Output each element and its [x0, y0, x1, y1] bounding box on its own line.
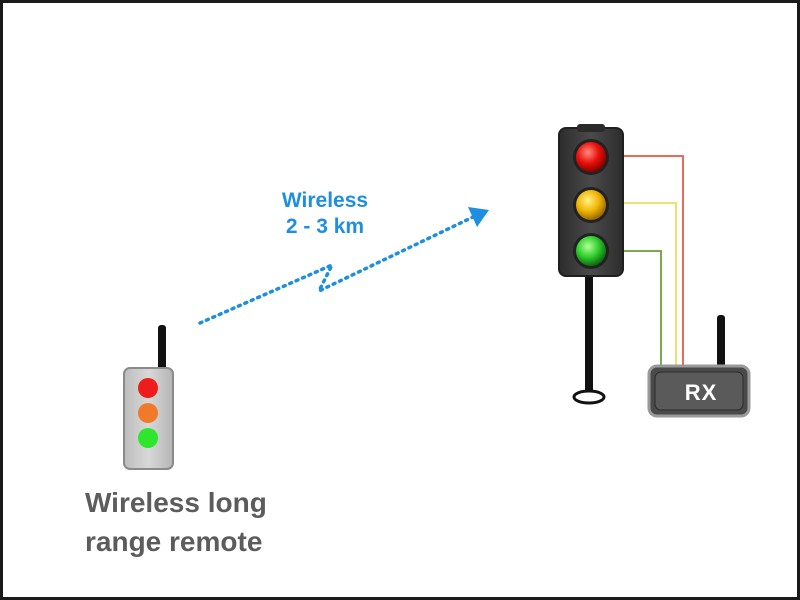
traffic-light-base	[572, 389, 606, 405]
receiver-label: RX	[684, 380, 718, 405]
arrow-head-icon	[468, 207, 489, 227]
wireless-label-line1: Wireless	[281, 189, 369, 212]
red-light	[576, 142, 606, 172]
remote-caption-line2: range remote	[85, 526, 263, 557]
remote-antenna	[158, 325, 166, 375]
wireless-signal-arrow	[198, 207, 489, 325]
receiver-antenna	[717, 315, 725, 371]
remote-caption: Wireless long range remote	[85, 483, 345, 561]
wireless-label-line2: 2 - 3 km	[285, 215, 365, 238]
remote-orange-button	[138, 403, 158, 423]
wireless-range-label: Wireless 2 - 3 km	[225, 188, 425, 240]
remote-green-button	[138, 428, 158, 448]
wire-red	[621, 155, 684, 368]
traffic-light-pole	[585, 271, 593, 393]
diagram-canvas	[123, 124, 751, 470]
wire-green	[621, 250, 662, 368]
traffic-light-icon	[558, 124, 624, 405]
signal-wires	[621, 155, 684, 368]
remote-caption-line1: Wireless long	[85, 487, 267, 518]
green-light	[576, 236, 606, 266]
remote-red-button	[138, 378, 158, 398]
receiver-icon	[647, 315, 751, 418]
amber-light	[576, 190, 606, 220]
remote-control-icon	[123, 325, 174, 470]
wire-yellow	[621, 202, 677, 368]
